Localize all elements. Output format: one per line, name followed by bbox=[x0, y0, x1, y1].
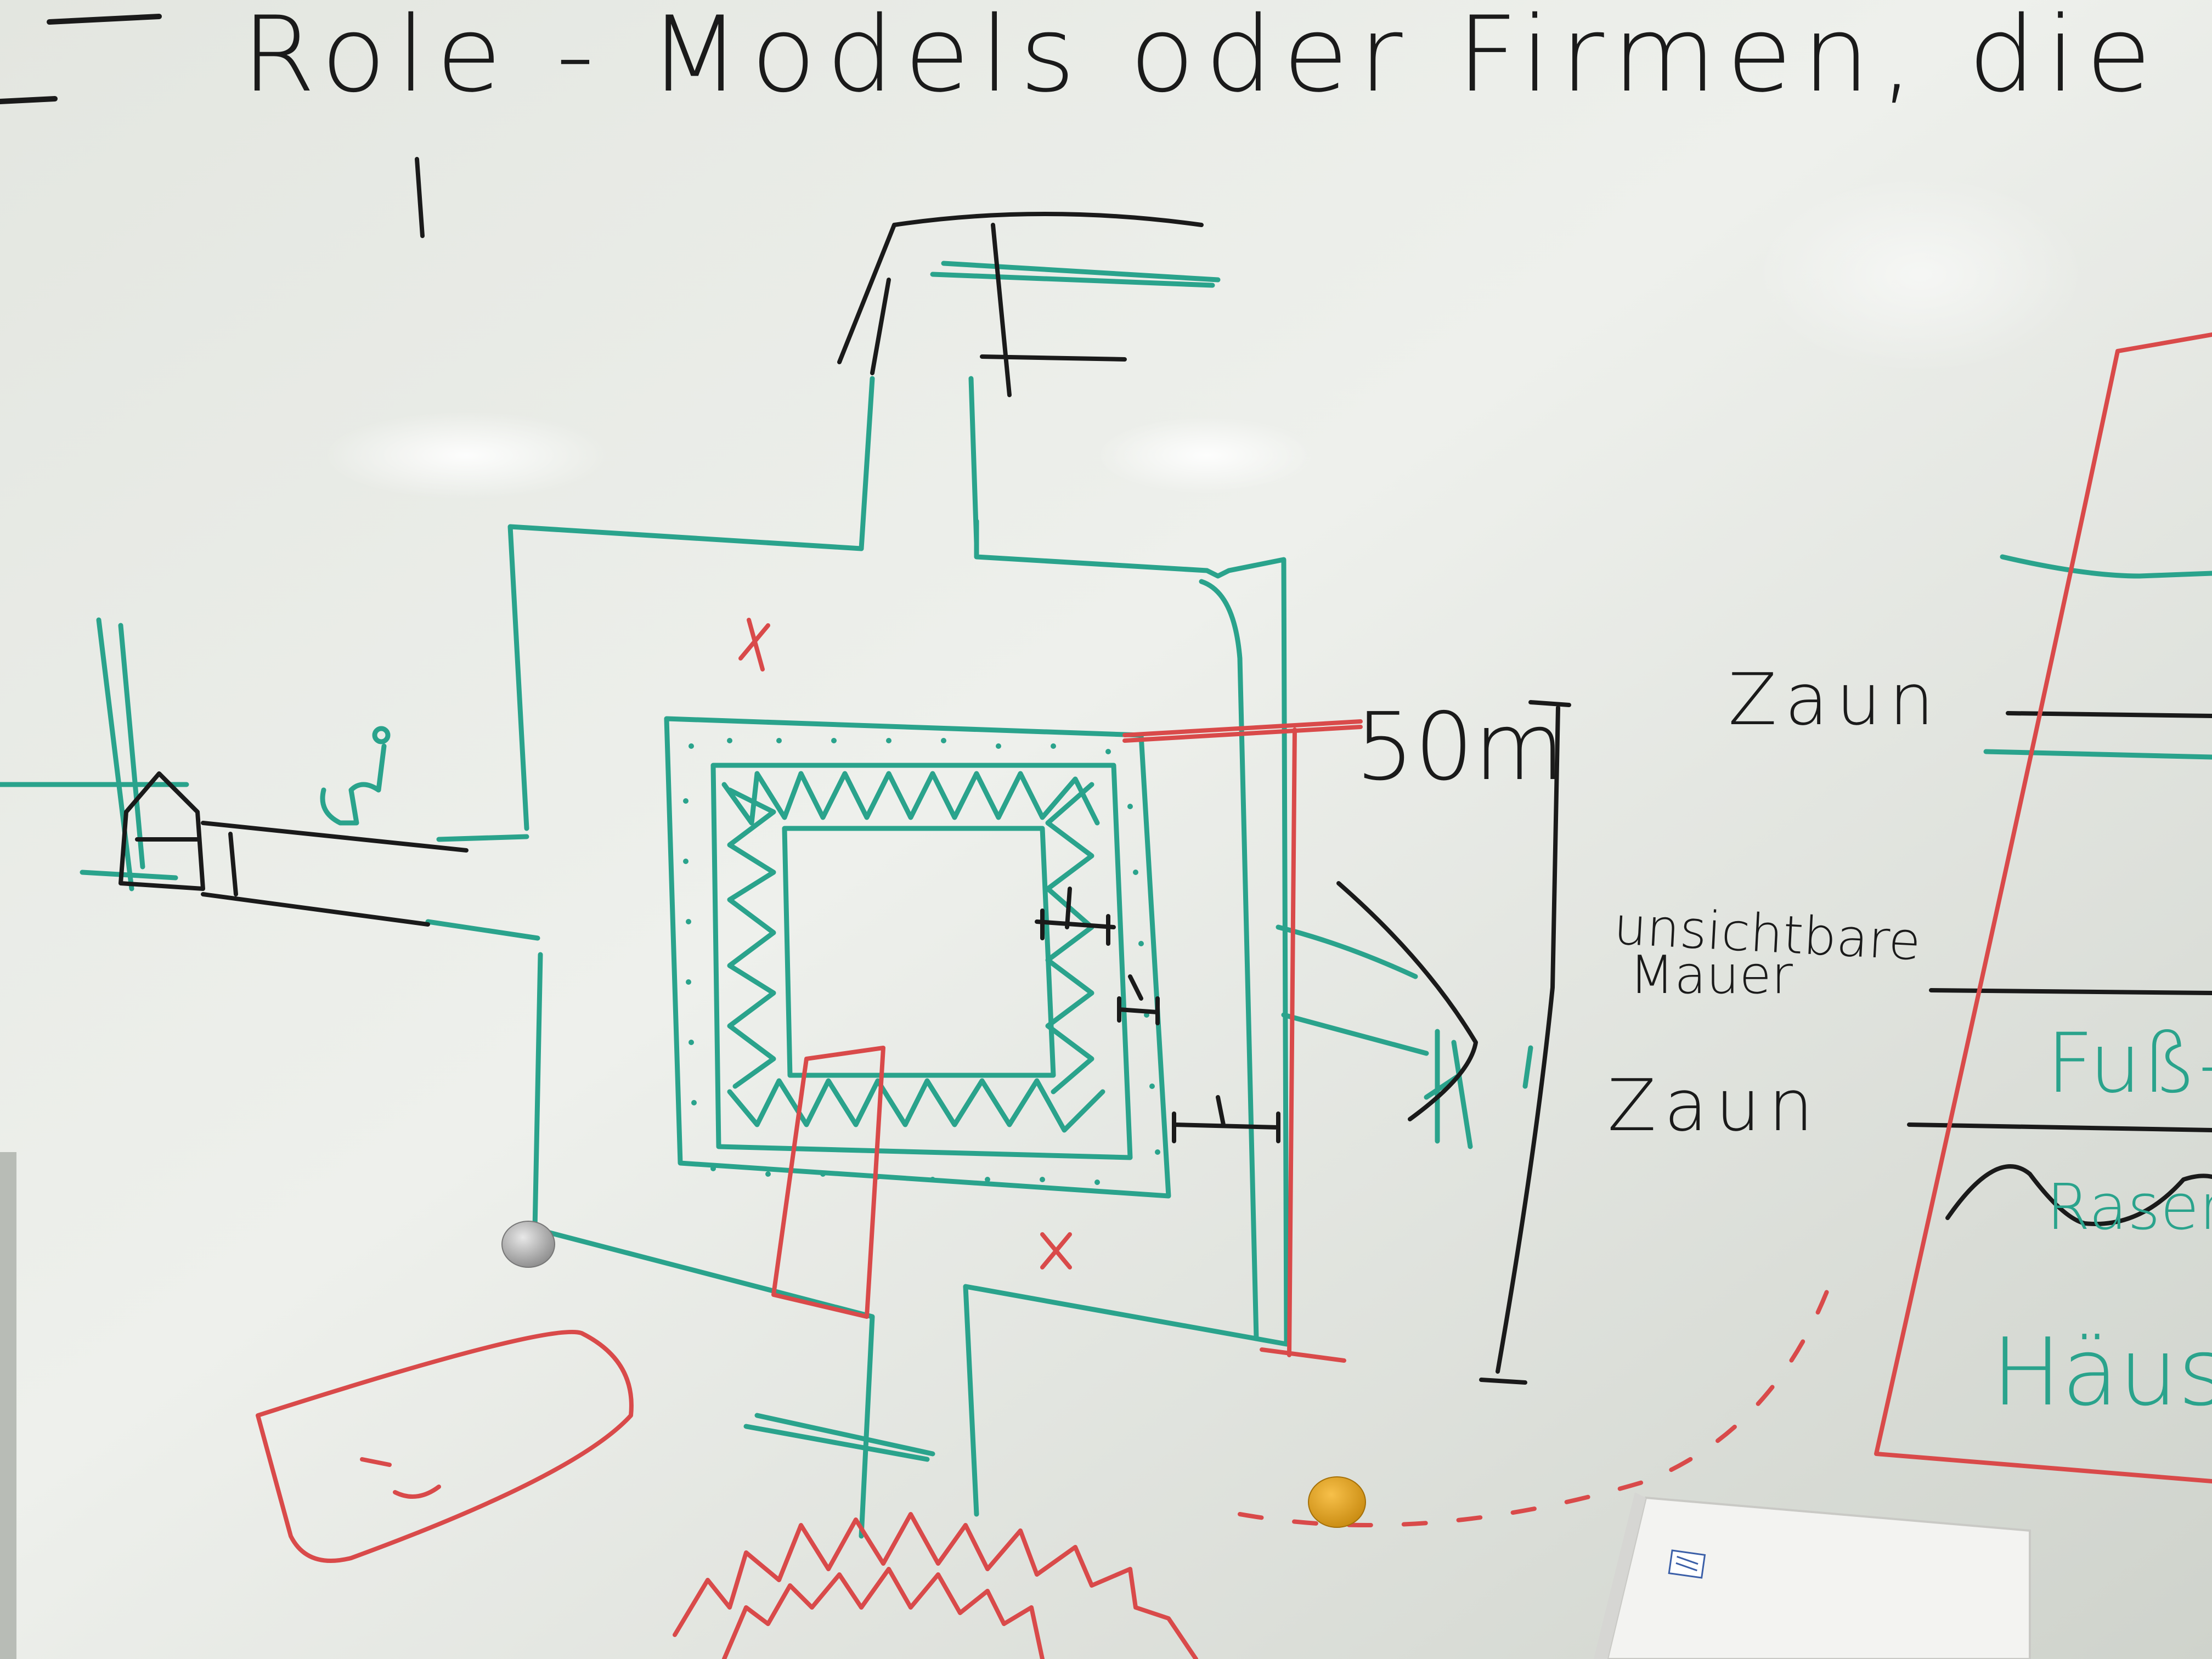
red-lines bbox=[256, 332, 2212, 1659]
header-dash bbox=[0, 96, 58, 104]
chimney bbox=[859, 376, 979, 551]
bridge bbox=[201, 821, 469, 927]
pole bbox=[96, 617, 145, 891]
header-text-group: Role - Models oder Firmen, die bbox=[0, 0, 2162, 115]
marker-stroke bbox=[415, 157, 425, 238]
left-road bbox=[0, 782, 540, 941]
red-x bbox=[738, 618, 770, 672]
chimney-cap bbox=[837, 212, 1204, 364]
building-plan bbox=[0, 261, 2212, 1539]
label-zone-houses: Häus bbox=[1991, 1318, 2212, 1427]
starburst bbox=[673, 1512, 1198, 1659]
magnet-orange[interactable] bbox=[1308, 1476, 1366, 1528]
inner-square bbox=[664, 716, 1171, 1199]
measure-tick bbox=[1117, 974, 1160, 1025]
zigzag-right bbox=[1045, 782, 1094, 1094]
board-frame-left bbox=[0, 1152, 16, 1659]
eraser[interactable] bbox=[1594, 1492, 2031, 1659]
measure-line bbox=[1479, 700, 1571, 1385]
bottom-hatch bbox=[743, 1413, 935, 1462]
label-fence-top: Zaun bbox=[1728, 658, 1942, 741]
red-x bbox=[1040, 1232, 1072, 1269]
zone-line bbox=[1907, 1122, 2212, 1132]
red-rectangle bbox=[771, 1046, 885, 1319]
red-tablet bbox=[256, 1329, 634, 1563]
starburst-inner bbox=[722, 1567, 1045, 1659]
header-dash bbox=[47, 14, 162, 25]
red-measure bbox=[1122, 719, 1363, 743]
magnet-grey[interactable] bbox=[501, 1221, 555, 1268]
inner-square-2 bbox=[710, 763, 1133, 1160]
eraser-logo bbox=[1668, 1549, 1706, 1579]
measure-tick bbox=[1035, 887, 1116, 946]
light-glare bbox=[1097, 417, 1317, 494]
zigzag-bottom bbox=[727, 1078, 1105, 1133]
zigzag-top bbox=[721, 771, 1100, 826]
zigzag-left bbox=[727, 787, 776, 1089]
red-dashed bbox=[1238, 1260, 1840, 1527]
lamp-bulb bbox=[372, 726, 391, 744]
left-house bbox=[119, 771, 205, 891]
zone-line bbox=[1929, 988, 2212, 995]
header-text: Role - Models oder Firmen, die bbox=[241, 0, 2162, 115]
inner-square-3 bbox=[782, 826, 1056, 1078]
chimney-f bbox=[870, 223, 1127, 397]
light-glare bbox=[1756, 176, 2085, 373]
label-zone-1: Fuß- bbox=[2046, 1016, 2212, 1111]
measure-tick bbox=[1172, 1095, 1280, 1143]
fence-figure bbox=[1424, 1029, 1533, 1149]
right-panel-outline bbox=[1874, 332, 2212, 1483]
black-lines bbox=[119, 212, 2212, 1385]
label-fence-bottom: Zaun bbox=[1607, 1064, 1821, 1147]
dotted-border bbox=[683, 738, 1160, 1185]
zone-line bbox=[2000, 554, 2212, 579]
label-invisible-wall-2: Mauer bbox=[1629, 945, 1793, 1006]
building-east-wall bbox=[1199, 579, 1259, 1341]
lamp bbox=[320, 743, 387, 826]
chimney-hatch bbox=[930, 261, 1221, 288]
light-glare bbox=[324, 411, 609, 499]
hills bbox=[1945, 1164, 2212, 1226]
red-tablet-mark bbox=[360, 1457, 441, 1499]
wall-curve bbox=[1336, 881, 1478, 1121]
zone-line bbox=[1983, 749, 2212, 760]
building-outer-wall bbox=[507, 518, 1289, 1539]
label-distance: 50m bbox=[1355, 693, 1565, 802]
red-vertical bbox=[1260, 727, 1346, 1363]
label-zone-rasen: Rasen bbox=[2046, 1171, 2212, 1244]
